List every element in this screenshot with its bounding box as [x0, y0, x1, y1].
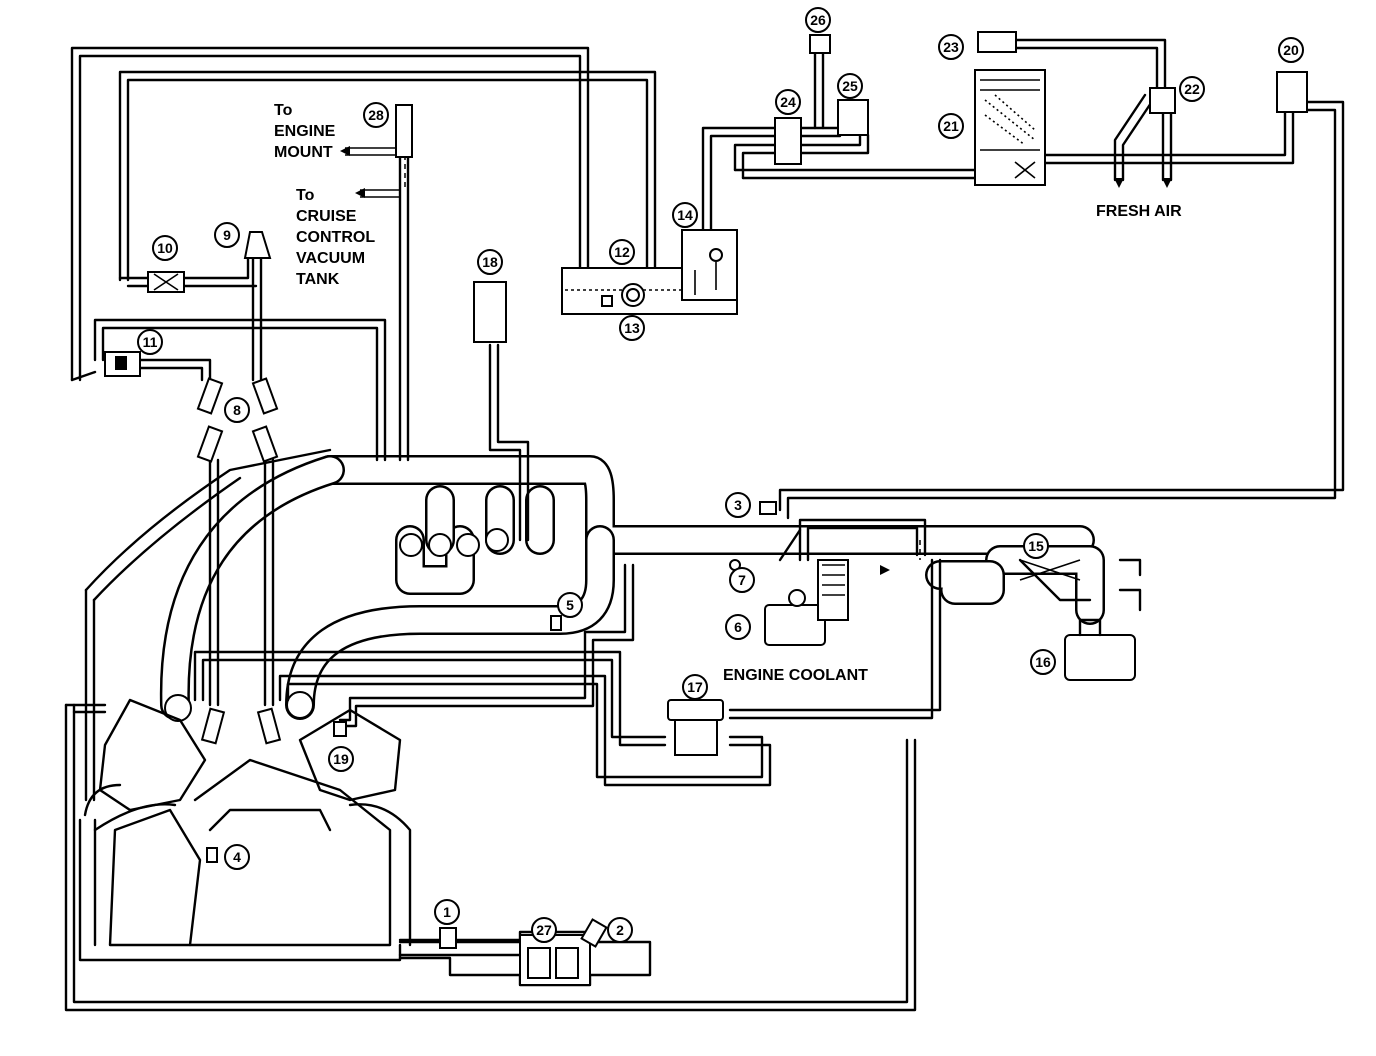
svg-text:28: 28: [368, 107, 384, 123]
fuel-injectors-8: [196, 377, 282, 745]
svg-text:15: 15: [1028, 538, 1044, 554]
callout-12: 12: [609, 239, 635, 265]
callout-26: 26: [805, 7, 831, 33]
svg-text:To: To: [274, 102, 293, 119]
label-engine-coolant: ENGINE COOLANT: [723, 667, 868, 684]
callout-13: 13: [619, 315, 645, 341]
valve-24: [774, 117, 802, 165]
valve-20: [1276, 71, 1308, 113]
callout-25: 25: [837, 73, 863, 99]
callout-5: 5: [557, 592, 583, 618]
callout-15: 15: [1023, 533, 1049, 559]
svg-text:To: To: [296, 187, 315, 204]
callout-24: 24: [775, 89, 801, 115]
sensor-19: [333, 721, 347, 737]
callout-17: 17: [682, 674, 708, 700]
air-cleaner-16: [1018, 558, 1142, 681]
svg-text:16: 16: [1035, 654, 1051, 670]
svg-text:23: 23: [943, 39, 959, 55]
sensor-5: [550, 615, 562, 631]
valve-11: [104, 351, 141, 377]
label-fresh-air: FRESH AIR: [1096, 203, 1182, 220]
thermo-valve-17: [667, 699, 724, 756]
callout-21: 21: [938, 113, 964, 139]
callout-19: 19: [328, 746, 354, 772]
callout-3: 3: [725, 492, 751, 518]
svg-text:4: 4: [233, 849, 241, 865]
callout-28: 28: [363, 102, 389, 128]
two-way-valve-14: [681, 229, 738, 301]
svg-text:22: 22: [1184, 81, 1200, 97]
engine-block: [78, 698, 522, 962]
callout-4: 4: [224, 844, 250, 870]
svg-text:24: 24: [780, 94, 796, 110]
svg-text:12: 12: [614, 244, 630, 260]
callout-8: 8: [224, 397, 250, 423]
svg-text:MOUNT: MOUNT: [274, 144, 333, 161]
svg-text:21: 21: [943, 118, 959, 134]
throttle-body-6: [764, 528, 849, 646]
valve-22: [1149, 87, 1176, 114]
callout-22: 22: [1179, 76, 1205, 102]
sensor-4: [206, 847, 218, 863]
valve-26: [809, 34, 831, 54]
charcoal-canister-21: [974, 69, 1046, 186]
svg-text:27: 27: [536, 922, 552, 938]
solenoid-18: [473, 281, 507, 343]
svg-text:26: 26: [810, 12, 826, 28]
svg-text:18: 18: [482, 254, 498, 270]
dashed-lines: [404, 155, 921, 560]
vacuum-hoses: [64, 38, 1345, 1012]
callout-23: 23: [938, 34, 964, 60]
callout-14: 14: [672, 202, 698, 228]
sensor-3: [759, 501, 777, 515]
valve-25: [837, 99, 869, 136]
svg-text:VACUUM: VACUUM: [296, 250, 365, 267]
svg-text:1: 1: [443, 904, 451, 920]
callout-9: 9: [214, 222, 240, 248]
callout-2: 2: [607, 917, 633, 943]
svg-text:7: 7: [738, 572, 746, 588]
intake-manifold-ducts: [159, 455, 1105, 720]
svg-text:10: 10: [157, 240, 173, 256]
callout-16: 16: [1030, 649, 1056, 675]
svg-text:11: 11: [143, 334, 158, 350]
callout-20: 20: [1278, 37, 1304, 63]
svg-text:2: 2: [616, 922, 624, 938]
svg-text:3: 3: [734, 497, 742, 513]
label-to-cruise-control: To CRUISE CONTROL VACUUM TANK: [296, 187, 375, 288]
solenoid-28: [395, 104, 413, 158]
svg-text:9: 9: [223, 227, 231, 243]
svg-text:CONTROL: CONTROL: [296, 229, 375, 246]
runner-outlines: [164, 528, 509, 722]
svg-text:CRUISE: CRUISE: [296, 208, 357, 225]
label-to-engine-mount: To ENGINE MOUNT: [274, 102, 336, 161]
svg-text:6: 6: [734, 619, 742, 635]
svg-text:20: 20: [1283, 42, 1299, 58]
callout-27: 27: [531, 917, 557, 943]
svg-text:14: 14: [677, 207, 693, 223]
callout-7: 7: [729, 567, 755, 593]
callout-1: 1: [434, 899, 460, 925]
callout-18: 18: [477, 249, 503, 275]
solenoid-valves: [206, 31, 1308, 863]
svg-text:ENGINE: ENGINE: [274, 123, 336, 140]
svg-text:25: 25: [842, 78, 858, 94]
svg-text:TANK: TANK: [296, 271, 340, 288]
callouts: 1 2 3 4 5 6 7 8 9 10 11 12 13 14 15 16 1…: [137, 7, 1304, 943]
callout-6: 6: [725, 614, 751, 640]
valve-23: [977, 31, 1017, 53]
svg-text:19: 19: [333, 751, 349, 767]
filter-10: [147, 271, 185, 293]
svg-text:13: 13: [624, 320, 640, 336]
pressure-regulator-9: [243, 231, 272, 259]
callout-11: 11: [137, 329, 163, 355]
svg-text:17: 17: [687, 679, 703, 695]
callout-10: 10: [152, 235, 178, 261]
svg-text:5: 5: [566, 597, 574, 613]
svg-text:8: 8: [233, 402, 241, 418]
